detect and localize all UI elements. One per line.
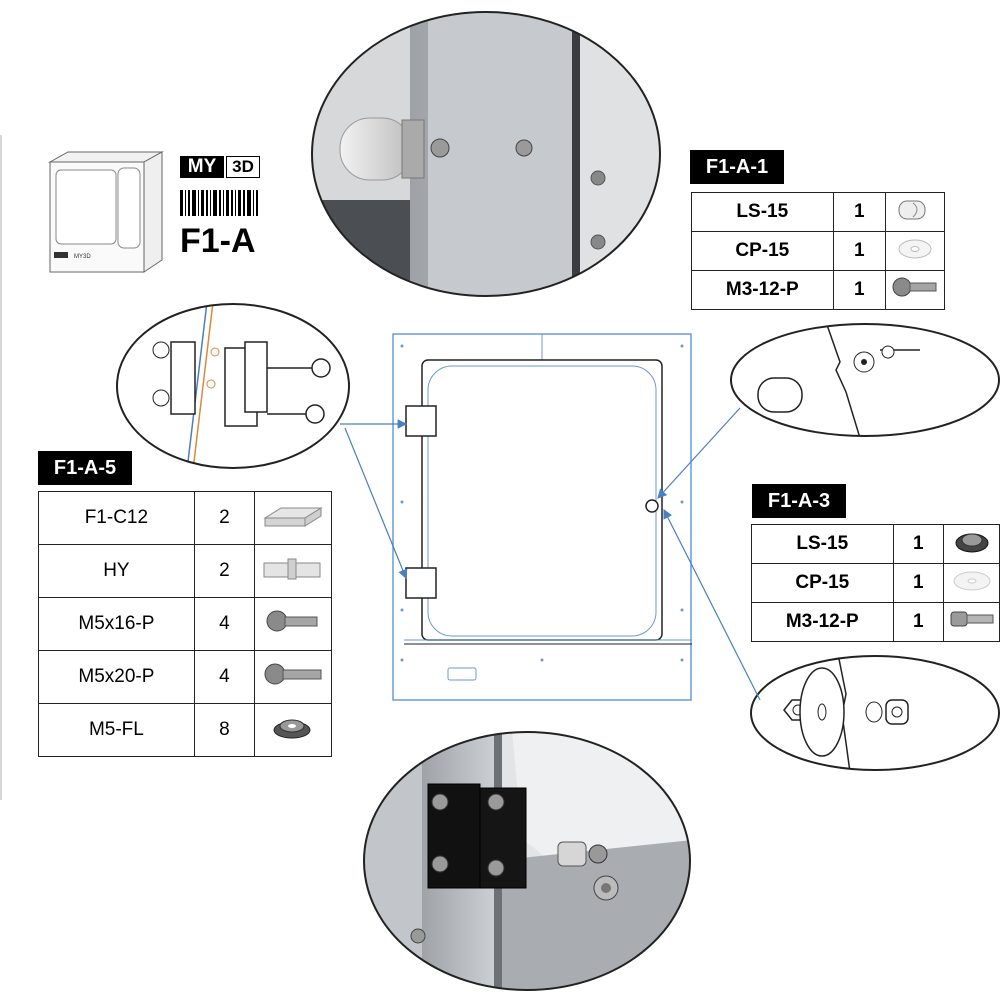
part-name: M3-12-P	[751, 602, 894, 642]
tag-f1-a-1: F1-A-1	[690, 150, 784, 184]
parts-table-f1-a-5: F1-C12 2 HY 2 M5x16-P 4 M5x20-P 4 M5-FL …	[38, 491, 332, 757]
table-row: M5x20-P 4	[38, 650, 332, 704]
parts-table-f1-a-3: LS-15 1 CP-15 1 M3-12-P 1	[751, 524, 1000, 642]
washer-icon	[943, 563, 1000, 603]
table-row: M3-12-P 1	[691, 270, 945, 310]
tag-f1-a-5: F1-A-5	[38, 451, 132, 485]
screw-icon	[943, 602, 1000, 642]
lock-knob-icon	[943, 524, 1000, 564]
part-qty: 1	[832, 192, 887, 232]
part-name: M5x20-P	[38, 650, 195, 704]
table-row: CP-15 1	[751, 563, 1000, 603]
flange-nut-icon	[254, 703, 332, 757]
part-qty: 2	[193, 544, 256, 598]
tag-f1-a-3: F1-A-3	[752, 484, 846, 518]
brand-3d: 3D	[226, 156, 260, 178]
part-name: LS-15	[691, 192, 834, 232]
zoom-washer-exploded	[750, 655, 1000, 771]
zoom-photo-hinge	[363, 731, 691, 991]
brand-my: MY	[180, 156, 224, 178]
table-row: LS-15 1	[691, 192, 945, 232]
part-qty: 1	[892, 524, 945, 564]
screw-icon	[885, 270, 945, 310]
part-name: M5-FL	[38, 703, 195, 757]
part-qty: 1	[832, 231, 887, 271]
part-name: M3-12-P	[691, 270, 834, 310]
table-row: M3-12-P 1	[751, 602, 1000, 642]
screw-icon	[254, 597, 332, 651]
part-qty: 8	[193, 703, 256, 757]
part-qty: 4	[193, 597, 256, 651]
part-qty: 1	[892, 563, 945, 603]
table-row: M5-FL 8	[38, 703, 332, 757]
barcode-graphic	[180, 188, 260, 216]
svg-text:MY3D: MY3D	[74, 254, 91, 260]
zoom-lock-sketch	[730, 323, 1000, 437]
table-row: CP-15 1	[691, 231, 945, 271]
part-qty: 4	[193, 650, 256, 704]
page-edge-line	[0, 135, 2, 800]
door-panel-drawing	[392, 333, 692, 701]
table-row: HY 2	[38, 544, 332, 598]
part-name: F1-C12	[38, 491, 195, 545]
printer-thumbnail: MY3D	[48, 151, 164, 273]
part-qty: 1	[832, 270, 887, 310]
zoom-hinge-exploded	[116, 303, 350, 469]
lock-knob-icon	[885, 192, 945, 232]
table-row: F1-C12 2	[38, 491, 332, 545]
screw-icon	[254, 650, 332, 704]
brand-logo: MY 3D	[180, 156, 260, 180]
hinge-icon	[254, 544, 332, 598]
model-code: F1-A	[180, 222, 256, 260]
table-row: LS-15 1	[751, 524, 1000, 564]
part-name: CP-15	[751, 563, 894, 603]
parts-table-f1-a-1: LS-15 1 CP-15 1 M3-12-P 1	[691, 192, 945, 310]
part-name: HY	[38, 544, 195, 598]
part-qty: 1	[892, 602, 945, 642]
zoom-photo-lock-top	[311, 11, 661, 297]
spacer-block-icon	[254, 491, 332, 545]
